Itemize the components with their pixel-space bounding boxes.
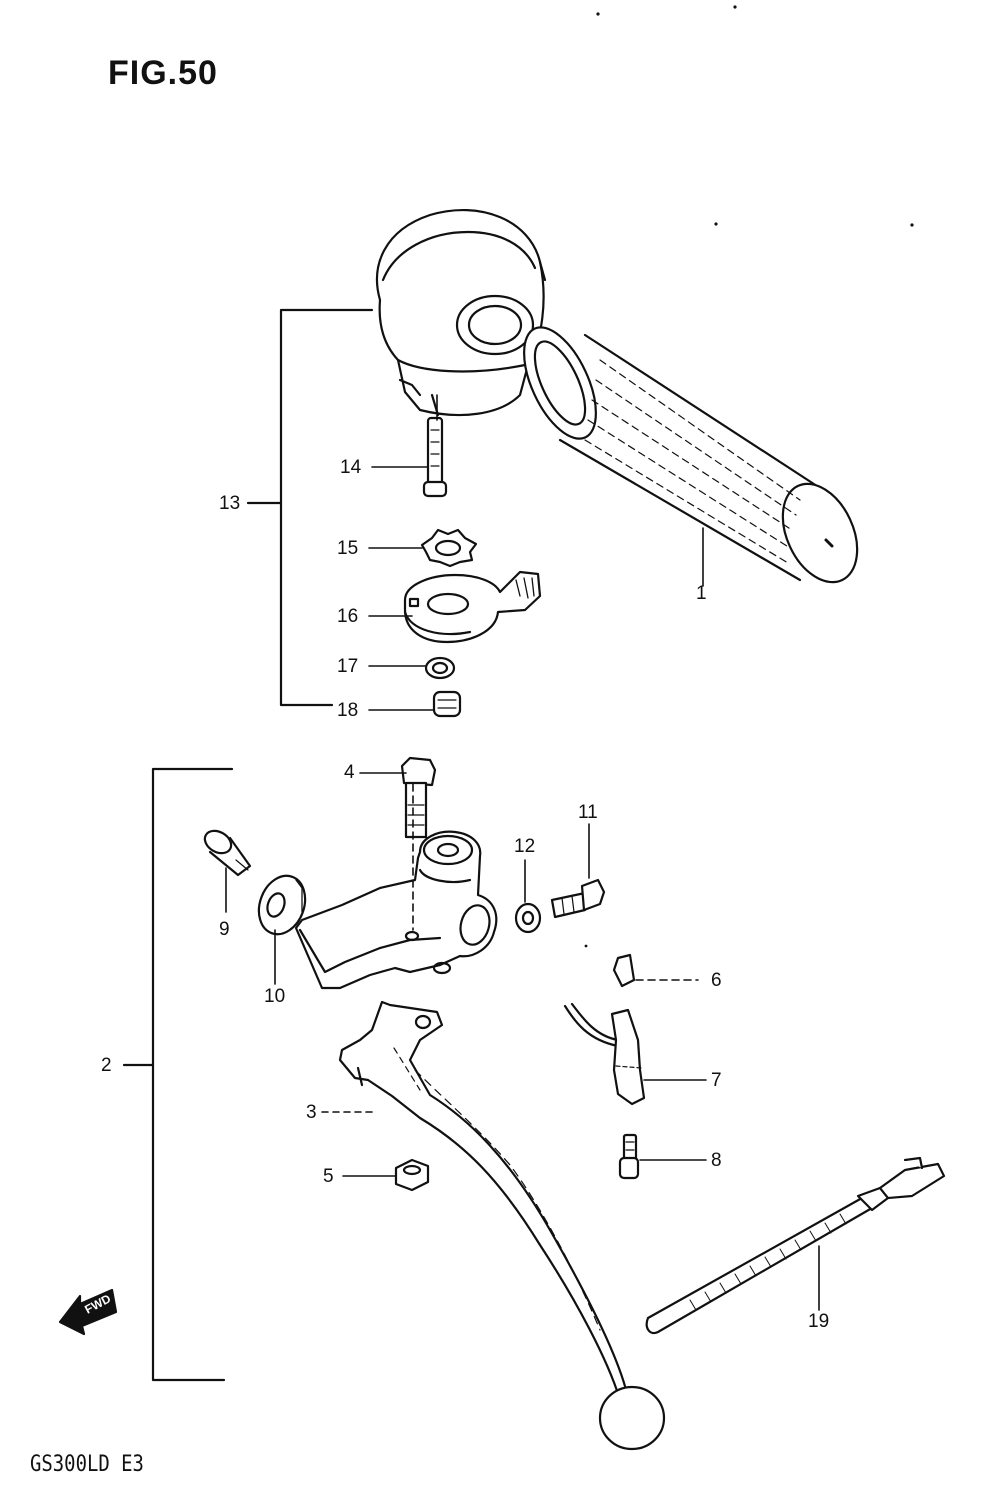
callout-10: 10	[264, 986, 286, 1007]
callout-7: 7	[711, 1070, 722, 1091]
leader-lines	[225, 394, 820, 1311]
lever-bolt	[400, 756, 437, 839]
choke-screw	[432, 690, 462, 718]
handlebar-grip	[523, 326, 859, 584]
lever-bracket	[294, 830, 498, 990]
callout-1: 1	[696, 583, 707, 604]
washer	[424, 656, 456, 680]
callout-6: 6	[711, 970, 722, 991]
callout-5: 5	[323, 1166, 334, 1187]
callout-18: 18	[337, 700, 359, 721]
callout-14: 14	[340, 457, 362, 478]
cable-tie-teeth	[689, 1213, 847, 1311]
adjuster-bolt	[203, 829, 252, 877]
model-code: GS300LD E3	[30, 1452, 144, 1477]
callout-19: 19	[808, 1311, 830, 1332]
cable-tie	[645, 1156, 946, 1335]
choke-switch-housing	[376, 208, 547, 417]
clamp-cap	[612, 953, 636, 988]
choke-lever	[403, 570, 542, 644]
wire-clamp	[563, 1002, 646, 1106]
bracket-bolt	[550, 878, 606, 919]
housing-screw	[422, 416, 448, 498]
callout-2: 2	[101, 1055, 112, 1076]
callout-17: 17	[337, 656, 359, 677]
callout-3: 3	[306, 1102, 317, 1123]
callout-16: 16	[337, 606, 359, 627]
bracket-2	[122, 767, 234, 1382]
bracket-washer	[514, 902, 542, 934]
callout-11: 11	[578, 802, 598, 823]
scan-specks	[584, 5, 914, 948]
callout-12: 12	[514, 836, 536, 857]
lever-nut	[394, 1158, 430, 1192]
clamp-screw	[618, 1133, 640, 1180]
callout-13: 13	[219, 493, 241, 514]
callout-8: 8	[711, 1150, 722, 1171]
star-washer	[420, 528, 478, 568]
callout-4: 4	[344, 762, 355, 783]
clutch-lever	[338, 1000, 666, 1451]
figure-title: FIG.50	[108, 54, 218, 92]
bracket-13	[246, 308, 374, 707]
callout-9: 9	[219, 919, 230, 940]
adjuster-nut	[257, 874, 307, 936]
forward-direction-marker	[58, 1288, 118, 1336]
callout-15: 15	[337, 538, 359, 559]
